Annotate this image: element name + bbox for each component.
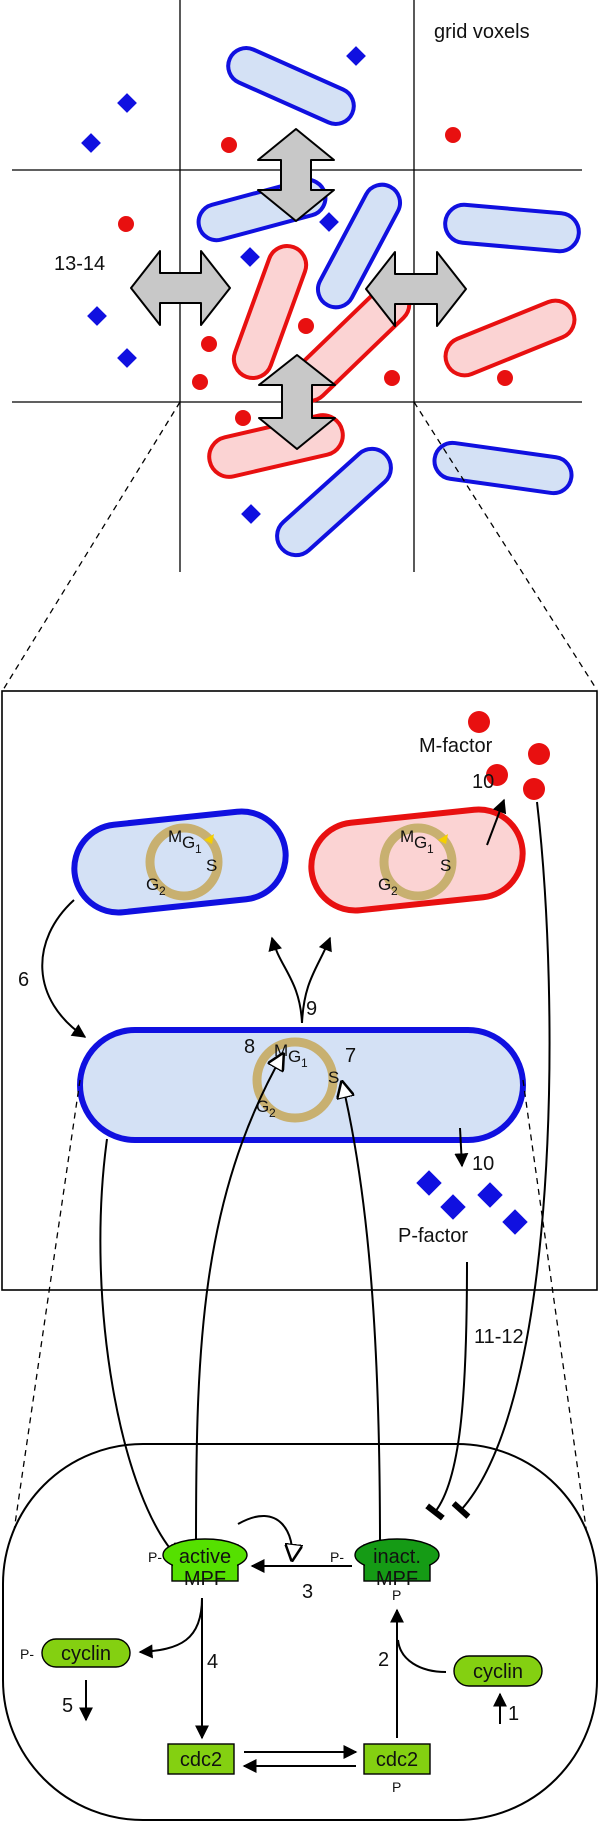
svg-text:G: G [378, 875, 391, 894]
svg-text:cdc2: cdc2 [376, 1749, 418, 1771]
active-mpf-node: active MPF P- [148, 1538, 248, 1590]
svg-text:cyclin: cyclin [473, 1661, 523, 1683]
cyclin-binding-line [397, 1639, 447, 1673]
inactive-mpf-node: inact. MPF P- P [330, 1538, 440, 1603]
svg-text:1: 1 [301, 1056, 308, 1070]
svg-text:G: G [146, 875, 159, 894]
mother-cell-blue: M G 1 S G 2 [77, 1027, 526, 1143]
svg-text:2: 2 [159, 884, 166, 898]
svg-text:1: 1 [195, 842, 202, 856]
m-factor-molecules-secreted [468, 711, 550, 800]
size-input-arrow [99, 1138, 180, 1560]
step-2: 2 [378, 1649, 389, 1671]
cell-red [443, 298, 577, 378]
exchange-arrow-bottom [258, 354, 336, 450]
svg-text:S: S [206, 856, 217, 875]
svg-text:2: 2 [269, 1106, 276, 1120]
svg-text:P-: P- [148, 1549, 162, 1565]
division-arrow-right [301, 936, 332, 1024]
svg-text:MPF: MPF [184, 1568, 226, 1590]
svg-text:P-: P- [330, 1549, 344, 1565]
grid-voxels-label: grid voxels [434, 21, 530, 43]
m-factor-molecules [118, 127, 513, 426]
phospho-cdc2-node: cdc2 P [363, 1743, 431, 1795]
grid-voxels-panel: grid voxels [12, 0, 582, 572]
svg-text:inact.: inact. [373, 1546, 421, 1568]
svg-text:M: M [168, 827, 182, 846]
cell-red [231, 244, 309, 380]
inact-mpf-to-cycle-arrow [342, 1082, 381, 1546]
svg-text:S: S [440, 856, 451, 875]
cell-outline [2, 1443, 598, 1821]
p-secretion-step: 10 [472, 1153, 494, 1175]
cyclin-node: cyclin [453, 1655, 543, 1687]
activation-step: 8 [244, 1036, 255, 1058]
exchange-arrow-left [130, 250, 231, 326]
p-factor-label: P-factor [398, 1225, 468, 1247]
svg-text:1: 1 [427, 842, 434, 856]
step-3: 3 [302, 1581, 313, 1603]
switch-arrow [41, 899, 87, 1038]
svg-text:cdc2: cdc2 [180, 1749, 222, 1771]
m-factor-label: M-factor [419, 735, 493, 757]
mpf-to-mitosis-arrow [195, 1054, 283, 1546]
step-1: 1 [508, 1703, 519, 1725]
svg-text:MPF: MPF [376, 1568, 418, 1590]
exchange-arrow-top [257, 128, 335, 222]
svg-text:P: P [392, 1587, 401, 1603]
phospho-cyclin-node: cyclin P- [20, 1638, 131, 1668]
cell-blue [275, 446, 393, 558]
pheromone-step: 11-12 [474, 1326, 524, 1348]
step-4: 4 [207, 1651, 218, 1673]
inhibition-step: 7 [345, 1045, 356, 1067]
mpf-autoactivation [237, 1515, 292, 1560]
zoom-lines-bottom [2, 1079, 598, 1607]
m-factor-inhibition [451, 801, 551, 1519]
svg-text:G: G [256, 1097, 269, 1116]
panel-frame [1, 690, 598, 1291]
svg-text:G: G [288, 1047, 301, 1066]
zoom-lines-top [2, 401, 598, 691]
p-factor-secretion-arrow [454, 1127, 469, 1168]
svg-text:M: M [400, 827, 414, 846]
svg-text:2: 2 [391, 884, 398, 898]
svg-text:G: G [414, 833, 427, 852]
cdc2-node: cdc2 [167, 1743, 235, 1775]
svg-text:P-: P- [20, 1646, 34, 1662]
m-secretion-step: 10 [472, 771, 494, 793]
svg-text:P: P [392, 1779, 401, 1795]
svg-text:cyclin: cyclin [61, 1643, 111, 1665]
division-step: 9 [306, 998, 317, 1020]
svg-text:active: active [179, 1546, 231, 1568]
division-arrow-left [268, 936, 303, 1024]
cell-blue [315, 182, 403, 310]
svg-text:G: G [182, 833, 195, 852]
svg-text:S: S [328, 1068, 339, 1087]
p-factor-inhibition [425, 1261, 468, 1521]
cell-blue [443, 202, 581, 254]
exchange-arrow-right [365, 251, 467, 327]
step-5: 5 [62, 1695, 73, 1717]
exchange-step-label: 13-14 [54, 253, 105, 275]
mpf-network-panel: 11-12 active MPF P- inact. MPF P- P cycl… [2, 801, 598, 1821]
m-factor-secretion-arrow [486, 798, 507, 846]
cell-blue [226, 46, 356, 126]
cell-blue [432, 440, 574, 496]
switch-step: 6 [18, 969, 29, 991]
